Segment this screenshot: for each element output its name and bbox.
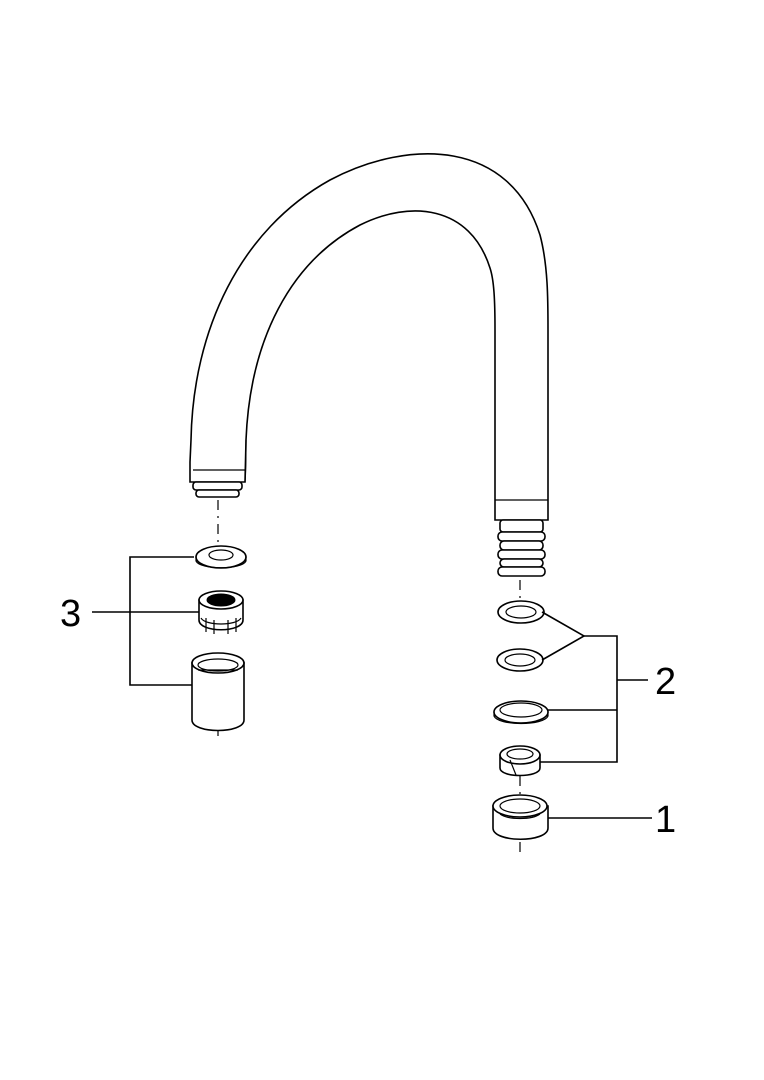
- aerator-insert: [198, 590, 244, 634]
- callout-1: 1: [655, 799, 676, 841]
- o-ring-lower: [496, 648, 544, 672]
- o-ring-upper: [497, 600, 545, 624]
- callout-2: 2: [655, 661, 676, 703]
- spout-inlet-connector: [497, 519, 546, 577]
- spout: [189, 153, 549, 521]
- callout-3: 3: [60, 593, 81, 635]
- aerator-washer: [195, 545, 247, 569]
- spout-outlet-thread: [192, 481, 243, 498]
- union-nut: [492, 794, 549, 841]
- callout-2-leaders: [540, 611, 648, 763]
- aerator-housing: [191, 652, 245, 732]
- callout-3-leaders: [92, 556, 199, 686]
- retaining-ring: [493, 700, 549, 725]
- split-clamp-sleeve: [499, 745, 541, 777]
